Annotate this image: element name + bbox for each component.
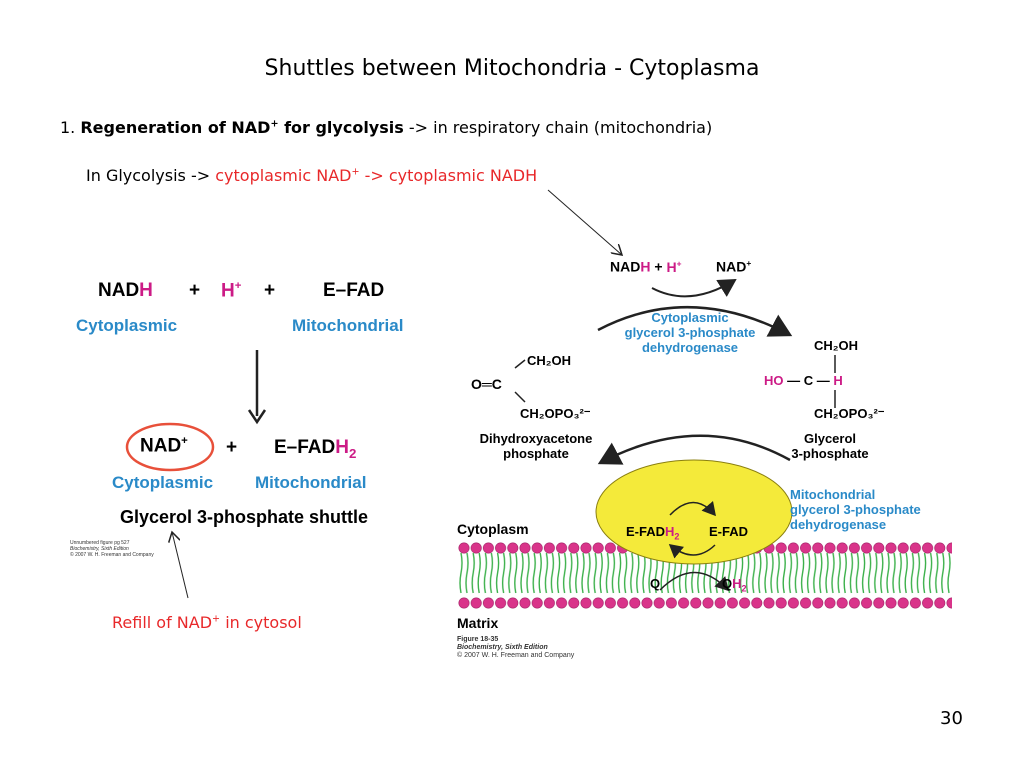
regeneration-line: 1. Regeneration of NAD+ for glycolysis -… xyxy=(60,118,712,137)
mitochondrial-enzyme-label: Mitochondrial glycerol 3-phosphate dehyd… xyxy=(790,487,921,532)
g3p-phosphate: CH₂OPO₃²⁻ xyxy=(814,406,885,421)
highlight-circle xyxy=(125,422,215,472)
mitochondrial-enzyme xyxy=(595,459,793,565)
cytoplasmic-nadh-text: cytoplasmic NADH xyxy=(388,166,538,185)
page-number: 30 xyxy=(940,708,963,729)
diagram-nad: NAD+ xyxy=(716,258,752,275)
respiratory-chain-text: -> in respiratory chain (mitochondria) xyxy=(408,118,713,137)
nadh-conversion-arrow xyxy=(651,278,737,298)
efad-label: E–FAD xyxy=(323,280,385,301)
nadh-label: NADH xyxy=(98,280,153,301)
cytoplasmic-label: Cytoplasmic xyxy=(112,473,214,492)
plus-sign: + xyxy=(264,280,276,301)
g3p-hydroxyl: HO — C — H xyxy=(764,373,843,388)
proton-label: H+ xyxy=(221,280,242,302)
page-title: Shuttles between Mitochondria - Cytoplas… xyxy=(264,56,760,81)
dhap-phosphate: CH₂OPO₃²⁻ xyxy=(520,406,591,421)
mitochondrial-label: Mitochondrial xyxy=(255,473,367,492)
figure-credit: Unnumbered figure pg 527 Biochemistry, S… xyxy=(70,540,154,558)
diagram-nadh: NADH + H+ xyxy=(610,258,682,275)
efadh2-cycle-arrow xyxy=(668,544,716,559)
nadh-pointer xyxy=(547,189,622,255)
dhap-name: Dihydroxyacetone phosphate xyxy=(479,431,593,461)
cytoplasmic-enzyme-label: Cytoplasmic glycerol 3-phosphate dehydro… xyxy=(624,310,756,355)
g3p-name: Glycerol 3-phosphate xyxy=(791,431,869,461)
nad-label: NAD+ xyxy=(140,435,188,457)
ubiquinol: QH2 xyxy=(722,576,747,594)
cytoplasmic-nad-text: cytoplasmic NAD+ xyxy=(215,166,360,185)
efadh2-label: E–FADH2 xyxy=(274,437,357,461)
matrix-label: Matrix xyxy=(457,615,499,631)
efad-cycle-arrow xyxy=(669,500,716,517)
refill-pointer xyxy=(172,532,189,599)
cytoplasmic-label: Cytoplasmic xyxy=(76,316,178,335)
dhap-carbonyl: O═C xyxy=(471,376,502,392)
g3p-ch2oh: CH₂OH xyxy=(814,338,859,353)
cytoplasm-label: Cytoplasm xyxy=(457,521,529,537)
plus-sign: + xyxy=(226,437,238,458)
regeneration-bold: Regeneration of NAD+ for glycolysis xyxy=(80,118,404,137)
item-number: 1. xyxy=(60,118,76,137)
refill-note: Refill of NAD+ in cytosol xyxy=(112,613,302,632)
mitochondrial-reaction-arrow xyxy=(597,434,791,465)
q-reduction-arrow xyxy=(659,571,730,592)
figure-credit: Figure 18-35 Biochemistry, Sixth Edition… xyxy=(457,636,575,659)
glycolysis-line: In Glycolysis -> cytoplasmic NAD+ -> cyt… xyxy=(86,166,538,185)
efadh2-enzyme: E-FADH2 xyxy=(626,524,680,542)
efad-enzyme: E-FAD xyxy=(709,524,748,539)
cytoplasmic-reaction-arrow xyxy=(597,305,793,337)
plus-sign: + xyxy=(189,280,201,301)
dhap-ch2oh: CH₂OH xyxy=(527,353,572,368)
mitochondrial-label: Mitochondrial xyxy=(292,316,404,335)
shuttle-name: Glycerol 3-phosphate shuttle xyxy=(120,507,369,527)
ubiquinone: Q xyxy=(650,576,661,591)
